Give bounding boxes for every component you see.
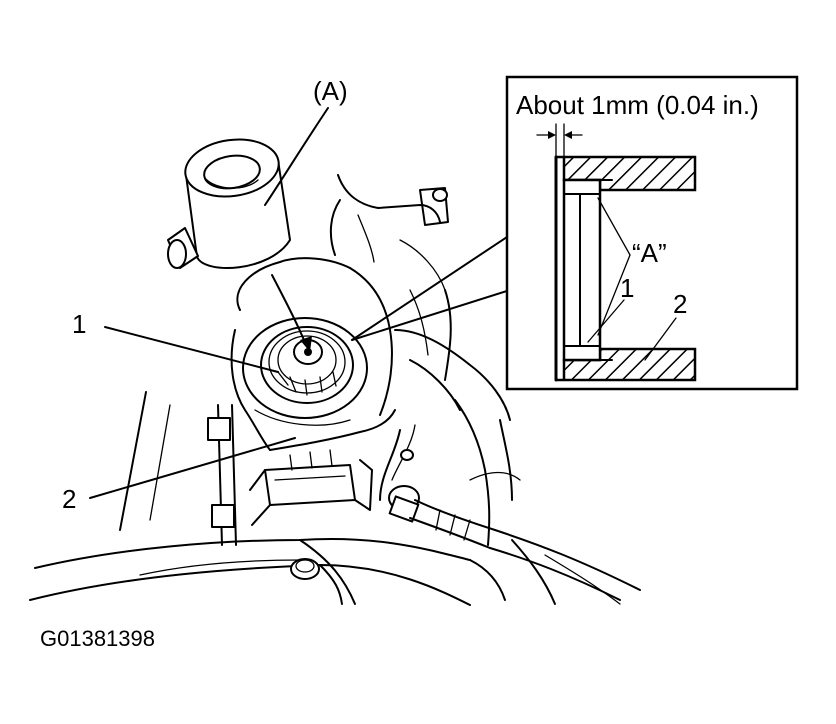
inset-callout-2-label: 2 [673, 289, 687, 319]
leader-line-2 [89, 437, 296, 499]
leader-line-A-lower [597, 254, 631, 336]
leader-line-1 [104, 326, 279, 373]
detail-inset: About 1mm (0.04 in.) “ [505, 75, 799, 391]
leader-line-1-inset [587, 299, 625, 343]
zoom-line-upper [351, 234, 511, 341]
knuckle-illustration [29, 138, 641, 606]
sensor-cable [379, 424, 641, 601]
figure-code: G01381398 [40, 626, 155, 651]
installer-tool [184, 138, 291, 269]
callout-1-label: 1 [72, 309, 86, 339]
dimension-label: About 1mm (0.04 in.) [516, 90, 759, 120]
dimension-arrows [536, 123, 583, 161]
leader-line-tool [264, 107, 329, 206]
inset-frame [505, 75, 799, 391]
leader-line-A-upper [597, 197, 631, 256]
tool-label: (A) [313, 76, 348, 106]
zoom-line-lower [351, 289, 511, 341]
bearing-section [562, 178, 613, 362]
leader-line-2-inset [644, 317, 677, 361]
inset-tool-label: “A” [632, 238, 667, 268]
inset-callout-1-label: 1 [620, 273, 634, 303]
callout-2-label: 2 [62, 484, 76, 514]
